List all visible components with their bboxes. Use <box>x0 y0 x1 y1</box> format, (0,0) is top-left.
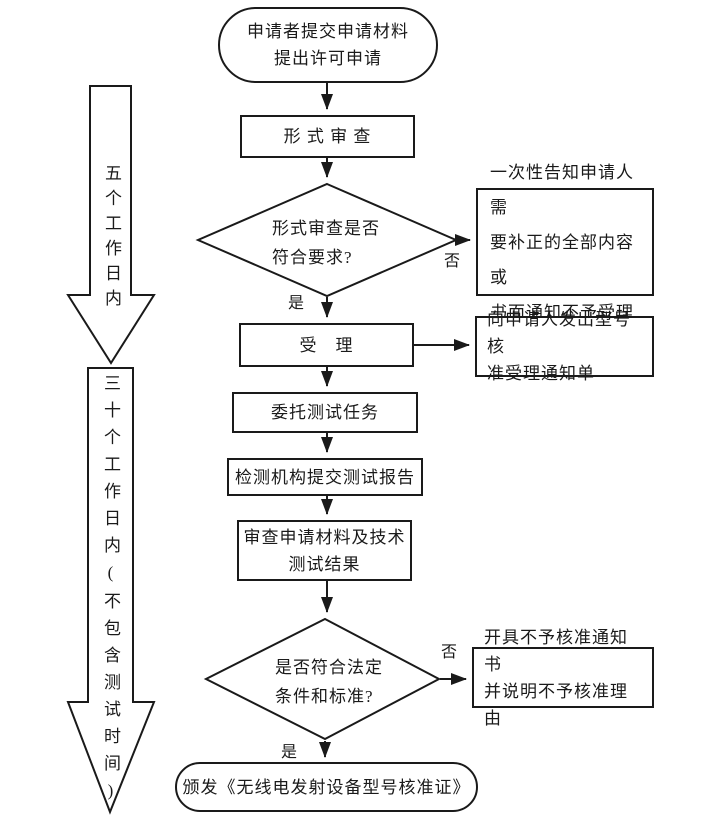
rejection-notice-line-2: 并说明不予核准理由 <box>484 681 628 728</box>
issue-certificate-node: 颁发《无线电发射设备型号核准证》 <box>175 762 478 812</box>
accept-box: 受 理 <box>239 323 414 367</box>
decision-formal-diamond <box>195 182 459 298</box>
delegate-test-label: 委托测试任务 <box>271 403 379 422</box>
acceptance-notice-box: 向申请人发出型号核 准受理通知单 <box>475 310 654 383</box>
submit-report-box: 检测机构提交测试报告 <box>227 458 423 496</box>
start-node-line-2: 提出许可申请 <box>274 49 382 68</box>
start-node-line-1: 申请者提交申请材料 <box>247 22 409 41</box>
timeline-arrow-five-days <box>66 85 156 365</box>
rejection-notice-box: 开具不予核准通知书 并说明不予核准理由 <box>472 628 654 728</box>
submit-report-label: 检测机构提交测试报告 <box>235 467 415 487</box>
formal-review-box: 形 式 审 查 <box>240 115 415 158</box>
review-materials-line-1: 审查申请材料及技术 <box>243 527 406 547</box>
decision-legal-line-2: 条件和标准? <box>275 687 374 706</box>
decision-formal-line-1: 形式审查是否 <box>272 219 380 238</box>
rejection-notice-line-1: 开具不予核准通知书 <box>484 627 628 674</box>
acceptance-notice-line-1: 向申请人发出型号核 <box>487 310 631 356</box>
decision2-yes-label: 是 <box>281 744 298 761</box>
timeline-label-five-days: 五个工作日内 <box>102 164 121 314</box>
timeline-arrow-thirty-days <box>66 367 156 815</box>
issue-certificate-label: 颁发《无线电发射设备型号核准证》 <box>182 777 471 797</box>
review-materials-line-2: 测试结果 <box>288 554 361 574</box>
accept-label: 受 理 <box>299 335 354 355</box>
decision1-no-label: 否 <box>444 253 461 270</box>
flow-arrows <box>319 83 471 758</box>
review-materials-box: 审查申请材料及技术 测试结果 <box>237 520 412 581</box>
decision-formal-line-2: 符合要求? <box>272 248 353 267</box>
decision-formal-text: 形式审查是否 符合要求? <box>272 214 380 272</box>
decision-legal-line-1: 是否符合法定 <box>275 658 383 677</box>
notify-correction-box: 一次性告知申请人需 要补正的全部内容或 书面通知不予受理 <box>476 163 654 322</box>
delegate-test-box: 委托测试任务 <box>232 392 418 433</box>
decision-legal-diamond <box>203 617 442 741</box>
decision1-yes-label: 是 <box>288 295 305 312</box>
notify-correction-line-1: 一次性告知申请人需 <box>490 162 634 217</box>
decision-legal-text: 是否符合法定 条件和标准? <box>275 653 383 711</box>
formal-review-label: 形 式 审 查 <box>283 127 372 146</box>
start-node: 申请者提交申请材料 提出许可申请 <box>218 7 438 83</box>
acceptance-notice-line-2: 准受理通知单 <box>487 364 595 383</box>
decision2-no-label: 否 <box>441 644 458 661</box>
timeline-label-thirty-days: 三十个工作日内(不包含测试时间) <box>101 374 120 810</box>
notify-correction-line-2: 要补正的全部内容或 <box>490 232 634 287</box>
